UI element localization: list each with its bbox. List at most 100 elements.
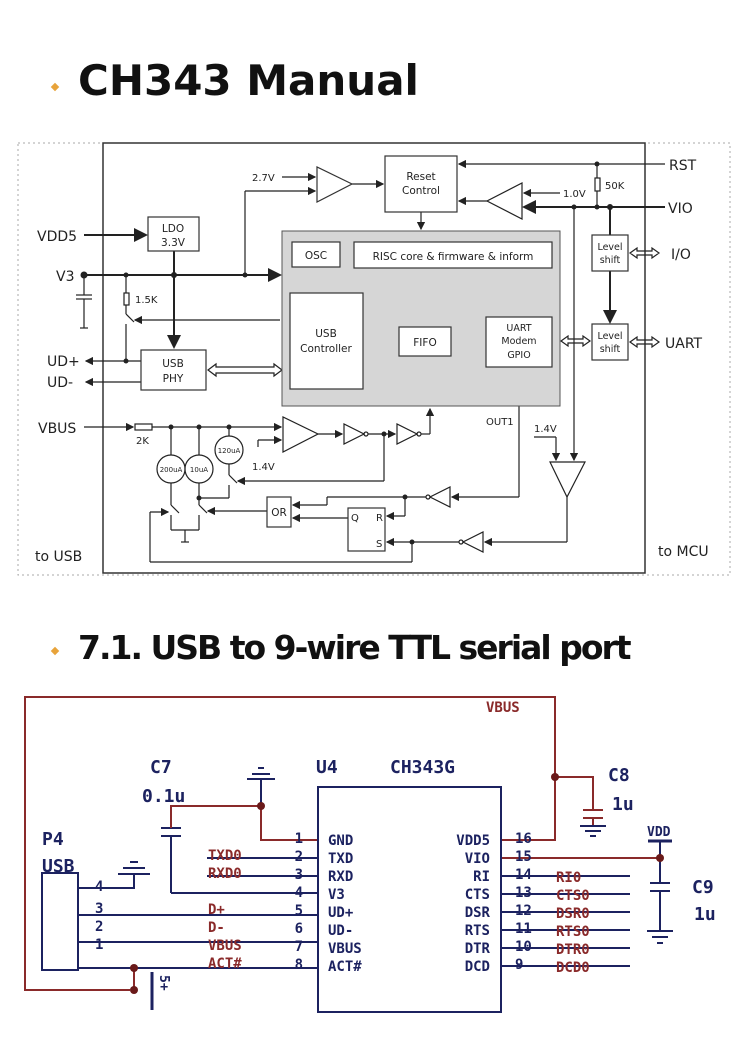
to-usb-label: to USB <box>35 549 82 565</box>
p4-pin: 3 <box>95 901 103 917</box>
title-bullet <box>50 646 60 656</box>
c9-ref: C9 <box>692 877 714 898</box>
pin-number: 11 <box>515 921 532 937</box>
p4-pin: 2 <box>95 919 103 935</box>
voltage-label: 1.4V <box>252 462 275 473</box>
osc-box <box>291 241 341 268</box>
pin-label: I/O <box>671 247 691 263</box>
c8-ref: C8 <box>608 765 630 786</box>
phy-label: PHY <box>163 373 184 385</box>
p4-ref: P4 <box>42 829 64 850</box>
pin-name: TXD <box>328 851 353 867</box>
phy-label: USB <box>162 358 184 370</box>
section-title-manual: CH343 Manual <box>78 56 419 105</box>
pin-label: V3 <box>56 269 74 285</box>
ldo-box <box>147 216 200 252</box>
pin-label: UART <box>665 336 703 352</box>
pin-number: 10 <box>515 939 532 955</box>
current-source-label: 10uA <box>190 466 208 474</box>
uart-label: UART <box>506 323 531 334</box>
or-label: OR <box>271 507 287 519</box>
pin-name: UD+ <box>328 905 353 921</box>
c9-value: 1u <box>694 904 716 925</box>
pin-number: 12 <box>515 903 532 919</box>
chip-border <box>102 142 646 574</box>
pin-label: RST <box>669 158 697 174</box>
pin-number: 9 <box>515 957 523 973</box>
osc-label: OSC <box>305 250 327 262</box>
ldo-label: 3.3V <box>161 237 186 249</box>
voltage-label: 1.0V <box>563 189 586 200</box>
usb-controller-box <box>289 292 364 390</box>
latch-s: S <box>376 539 382 550</box>
reset-label: Control <box>402 185 440 197</box>
pin-name: RXD <box>328 869 353 885</box>
resistor-label: 2K <box>136 436 149 447</box>
pin-label: VBUS <box>38 421 76 437</box>
voltage-label: 1.4V <box>534 424 557 435</box>
pin-label: UD- <box>47 375 73 391</box>
level-shift-label: shift <box>600 344 621 355</box>
net-label: RXD0 <box>208 866 242 882</box>
sr-latch <box>347 507 386 552</box>
net-label: VBUS <box>208 938 242 954</box>
pin-label: UD+ <box>47 354 80 370</box>
pin-number: 8 <box>295 957 303 973</box>
uart-box <box>485 316 553 368</box>
net-label: DCD0 <box>556 960 590 976</box>
net-label: D+ <box>208 902 225 918</box>
pin-label: VIO <box>668 201 693 217</box>
vdd-label: VDD <box>647 825 671 840</box>
fifo-box <box>398 326 452 357</box>
pin-number: 7 <box>295 939 303 955</box>
current-source-label: 200uA <box>160 466 183 474</box>
pin-number: 3 <box>295 867 303 883</box>
pin-number: 14 <box>515 867 532 883</box>
net-label: DSR0 <box>556 906 590 922</box>
latch-q: Q <box>351 513 359 524</box>
net-label: D- <box>208 920 225 936</box>
pin-number: 13 <box>515 885 532 901</box>
net-label: TXD0 <box>208 848 242 864</box>
pin-name: DTR <box>465 941 491 957</box>
p4-pin: 1 <box>95 937 103 953</box>
chip-u4 <box>317 786 502 1013</box>
to-mcu-label: to MCU <box>658 544 709 560</box>
level-shift-io <box>591 234 629 272</box>
pin-number: 1 <box>295 831 303 847</box>
pin-number: 2 <box>295 849 303 865</box>
level-shift-label: shift <box>600 255 621 266</box>
c7-ref: C7 <box>150 757 172 778</box>
current-source-label: 120uA <box>218 447 241 455</box>
uart-label: GPIO <box>507 350 530 361</box>
c7-value: 0.1u <box>142 786 185 807</box>
net-label: CTS0 <box>556 888 590 904</box>
pin-number: 16 <box>515 831 532 847</box>
pin-name: DCD <box>465 959 490 975</box>
pin-name: DSR <box>465 905 491 921</box>
risc-box <box>353 241 553 269</box>
net-label: RTS0 <box>556 924 590 940</box>
or-gate <box>266 496 292 528</box>
uart-label: Modem <box>501 336 536 347</box>
pin-number: 5 <box>295 903 303 919</box>
c8-value: 1u <box>612 794 634 815</box>
pin-number: 6 <box>295 921 303 937</box>
resistor-label: 1.5K <box>135 295 158 306</box>
usb-phy-box <box>140 349 207 391</box>
fifo-label: FIFO <box>413 337 436 349</box>
vbus-net-label: VBUS <box>486 700 520 716</box>
usb-controller-label: Controller <box>300 343 352 355</box>
reset-control-box <box>384 155 458 213</box>
out1-label: OUT1 <box>486 417 514 428</box>
level-shift-uart <box>591 323 629 361</box>
pin-name: VBUS <box>328 941 362 957</box>
ldo-label: LDO <box>162 223 184 235</box>
usb-controller-label: USB <box>315 328 337 340</box>
pin-name: GND <box>328 833 353 849</box>
p4-name: USB <box>42 856 75 877</box>
pin-name: VIO <box>465 851 490 867</box>
pin-number: 15 <box>515 849 532 865</box>
block-diagram: VDD5 V3 UD+ UD- VBUS RST VIO I/O UART to… <box>17 142 731 576</box>
pin-label: VDD5 <box>37 229 77 245</box>
